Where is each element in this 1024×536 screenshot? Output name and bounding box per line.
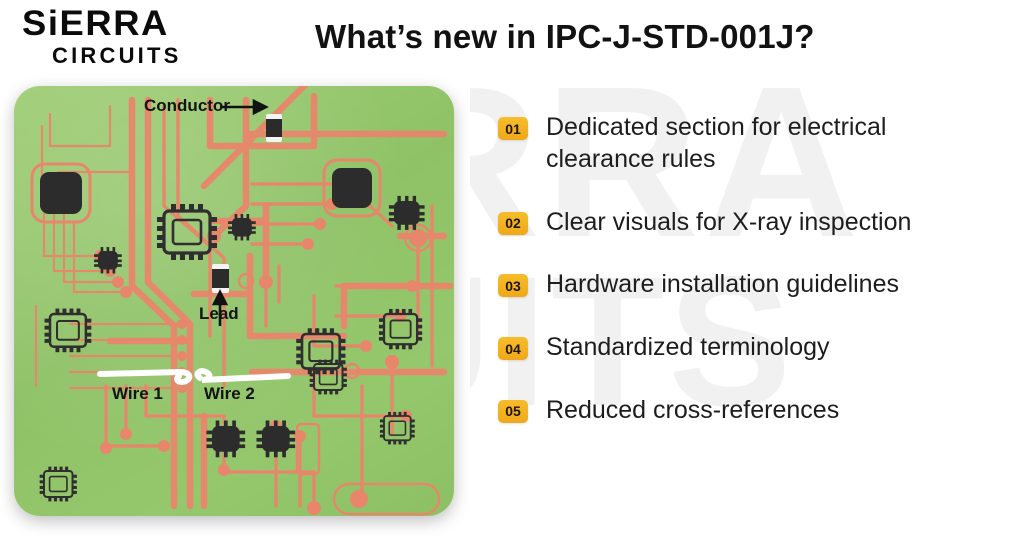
list-item-number-badge: 04 xyxy=(498,337,528,360)
pcb-label-wire-1: Wire 1 xyxy=(112,384,163,403)
pcb-traces-graphic xyxy=(30,86,454,516)
list-item-text: Standardized terminology xyxy=(546,333,830,361)
pcb-label-conductor: Conductor xyxy=(144,96,230,115)
page-title: What’s new in IPC-J-STD-001J? xyxy=(315,18,815,55)
sierra-circuits-logo: SiERRA CIRCUITS xyxy=(22,6,182,67)
logo-secondary-text: CIRCUITS xyxy=(52,43,182,68)
list-item-number-badge: 02 xyxy=(498,211,528,235)
list-item: 04 Standardized terminology xyxy=(498,332,1010,364)
list-item: 03 Hardware installation guidelines xyxy=(498,269,1010,301)
list-item-text: Hardware installation guidelines xyxy=(546,270,899,299)
pcb-label-wire-2: Wire 2 xyxy=(204,384,255,403)
list-item-number-badge: 03 xyxy=(498,274,528,298)
list-item-text: Clear visuals for X-ray inspection xyxy=(546,207,912,236)
list-item: 05 Reduced cross-references xyxy=(498,395,1010,427)
pcb-illustration: Conductor Lead Wire 1 Wire 2 xyxy=(14,86,454,516)
lead-component xyxy=(212,264,229,293)
list-item-number-badge: 05 xyxy=(498,399,528,423)
pcb-label-lead: Lead xyxy=(199,304,239,323)
pcb-board xyxy=(14,86,454,516)
logo-primary-text: SiERRA xyxy=(22,4,169,43)
wire-2-graphic xyxy=(194,368,291,383)
list-item-text: Reduced cross-references xyxy=(546,395,840,424)
list-item-text: Dedicated section for electrical clearan… xyxy=(546,113,887,173)
smd-component-top xyxy=(266,114,282,142)
lead-arrow xyxy=(211,289,229,326)
list-item-number-badge: 01 xyxy=(498,117,528,140)
conductor-arrow xyxy=(220,98,269,116)
wire-1-graphic xyxy=(97,368,193,386)
list-item: 02 Clear visuals for X-ray inspection xyxy=(498,207,1010,239)
feature-list: 01 Dedicated section for electrical clea… xyxy=(498,112,1010,427)
list-item: 01 Dedicated section for electrical clea… xyxy=(498,112,1010,176)
